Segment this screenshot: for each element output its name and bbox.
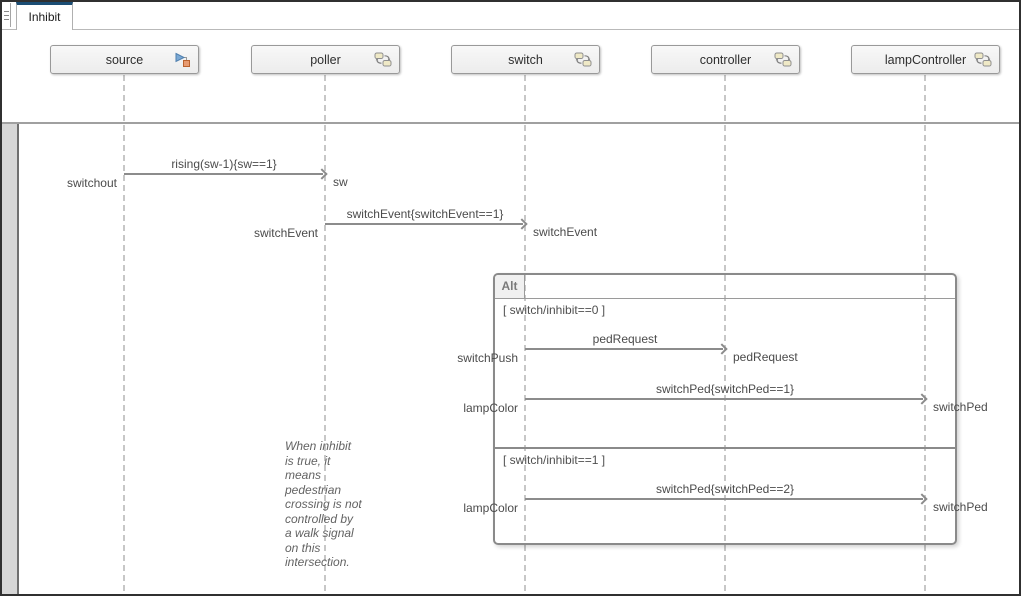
stateflow-chart-icon [374, 52, 392, 72]
source-port-label: lampColor [463, 501, 518, 515]
message-label: switchPed{switchPed==2} [655, 482, 795, 496]
alt-guard-1: [ switch/inhibit==0 ] [503, 303, 606, 317]
target-port-label: pedRequest [733, 350, 798, 364]
arrow-shaft [124, 173, 323, 175]
target-port-label: switchPed [933, 500, 988, 514]
message-label: switchPed{switchPed==1} [655, 382, 795, 396]
tabbar-divider [2, 29, 1019, 30]
stateflow-chart-icon [774, 52, 792, 72]
lifeline-header-lampController[interactable]: lampController [851, 45, 1000, 74]
arrow-shaft [525, 498, 923, 500]
message-arrow-rising[interactable] [124, 168, 328, 180]
target-port-label: switchEvent [533, 225, 598, 239]
lifeline-label: lampController [884, 52, 967, 67]
lifeline-header-switch[interactable]: switch [451, 45, 600, 74]
alt-fragment-header-band [495, 275, 955, 299]
tabbar-grip-handle[interactable] [2, 3, 11, 27]
lifeline-controller[interactable] [724, 75, 726, 591]
arrow-shaft [525, 398, 923, 400]
message-label: switchEvent{switchEvent==1} [346, 207, 504, 221]
source-port-label: switchout [66, 176, 117, 190]
lifeline-label: source [105, 52, 144, 67]
target-port-label: switchPed [933, 400, 988, 414]
source-port-label: switchPush [457, 351, 518, 365]
diagram-top-rule [2, 122, 1019, 124]
message-arrow-pedRequest[interactable] [525, 343, 728, 355]
alt-guard-2: [ switch/inhibit==1 ] [503, 453, 606, 467]
source-port-label: lampColor [463, 401, 518, 415]
arrow-shaft [325, 223, 523, 225]
alt-fragment[interactable]: Alt [ switch/inhibit==0 ] [ switch/inhib… [493, 273, 957, 545]
message-label: pedRequest [592, 332, 658, 346]
arrow-shaft [525, 348, 723, 350]
target-port-label: sw [333, 175, 348, 189]
source-port-label: switchEvent [253, 226, 318, 240]
stateflow-chart-icon [974, 52, 992, 72]
lifeline-poller[interactable] [324, 75, 326, 591]
stateflow-chart-icon [574, 52, 592, 72]
message-arrow-switchPed-2[interactable] [525, 493, 928, 505]
lifeline-header-poller[interactable]: poller [251, 45, 400, 74]
lifeline-lampController[interactable] [924, 75, 926, 591]
message-arrow-switchEvent[interactable] [325, 218, 528, 230]
alt-operator-label: Alt [495, 275, 525, 299]
annotation-note[interactable]: When inhibit is true, it means pedestria… [285, 439, 362, 569]
signal-source-icon [175, 52, 191, 72]
lifeline-label: controller [699, 52, 752, 67]
lifeline-header-source[interactable]: source [50, 45, 199, 74]
lifeline-label: poller [310, 52, 341, 67]
lifeline-header-controller[interactable]: controller [651, 45, 800, 74]
message-arrow-switchPed-1[interactable] [525, 393, 928, 405]
message-label: rising(sw-1){sw==1} [171, 157, 277, 171]
alt-operand-divider [495, 447, 955, 449]
lifeline-switch[interactable] [524, 75, 526, 591]
lifeline-label: switch [508, 52, 543, 67]
left-gutter-panel[interactable] [2, 124, 19, 594]
tab-inhibit[interactable]: Inhibit [16, 2, 73, 30]
lifeline-source[interactable] [123, 75, 125, 591]
